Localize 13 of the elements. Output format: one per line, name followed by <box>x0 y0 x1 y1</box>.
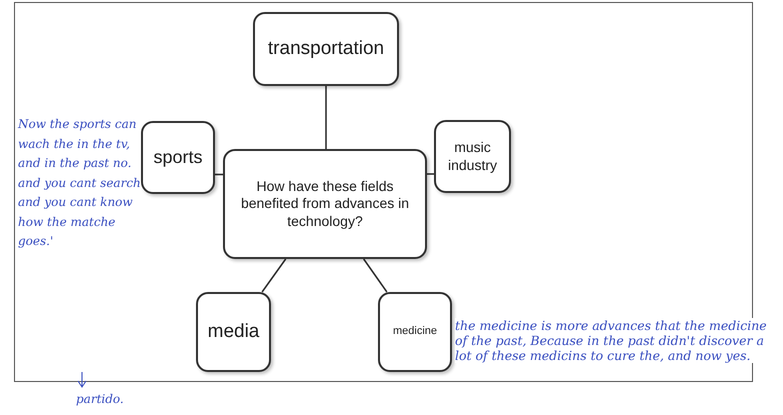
connector-line <box>427 173 434 175</box>
topic-box: media <box>196 292 271 372</box>
handwritten-note: partido. <box>76 392 124 406</box>
topic-box: transportation <box>253 12 399 86</box>
handwritten-note: Now the sports can wach the in the tv, and in the past no. and you cant search and you cant know how the matche goes.' <box>18 116 142 250</box>
connector-line <box>261 258 286 292</box>
connector-line <box>363 258 388 292</box>
connector-line <box>215 174 223 176</box>
topic-box: sports <box>141 121 215 194</box>
connector-line <box>325 86 327 149</box>
topic-box: How have these fields benefited from advances in technology? <box>223 149 427 259</box>
topic-box: medicine <box>378 292 452 372</box>
topic-box: music industry <box>434 120 511 193</box>
